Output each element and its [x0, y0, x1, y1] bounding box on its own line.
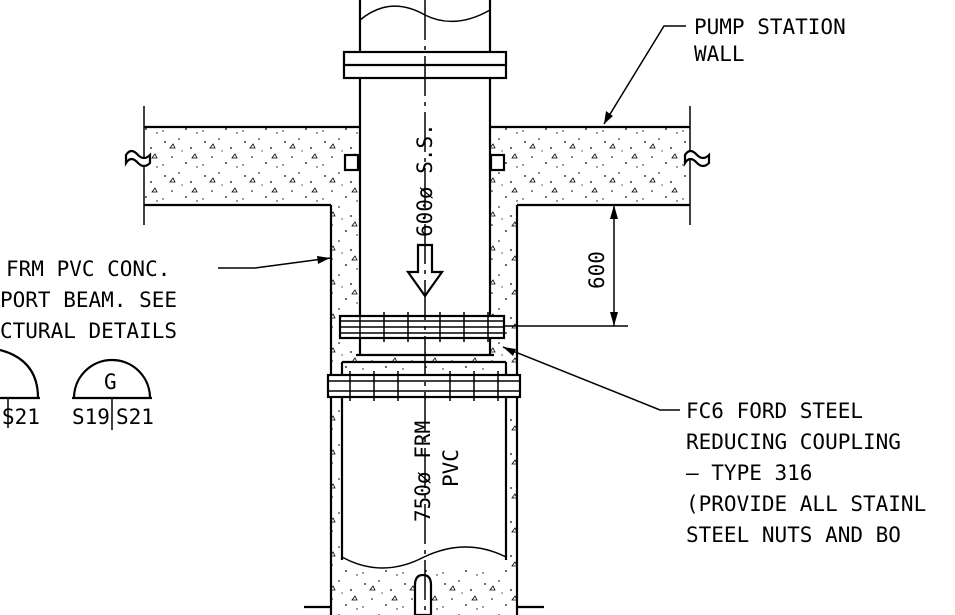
left-leader	[218, 257, 331, 269]
pump-station-label-2: WALL	[694, 42, 745, 66]
dimension-text: 600	[585, 251, 609, 289]
symbol-right-left-code: S19	[72, 405, 110, 429]
lower-pipe-label-2: PVC	[439, 449, 463, 487]
coupling-label-5: STEEL NUTS AND BO	[686, 523, 901, 547]
dimension-600: 600	[505, 204, 628, 327]
flow-arrow-icon	[405, 243, 445, 298]
coupling-label-1: FC6 FORD STEEL	[686, 399, 863, 423]
left-label-2: PORT BEAM. SEE	[0, 288, 177, 312]
coupling-label-4: (PROVIDE ALL STAINL	[686, 492, 926, 516]
left-label-3: CTURAL DETAILS	[0, 319, 177, 343]
upper-pipe-label: 600ø S.S.	[413, 123, 437, 237]
coupling-label-2: REDUCING COUPLING	[686, 430, 901, 454]
lower-pvc-pipe	[340, 360, 508, 615]
section-symbol-left: S21	[0, 348, 40, 429]
reducing-coupling-upper	[338, 312, 506, 342]
pump-station-leader	[603, 25, 686, 125]
pump-station-label-1: PUMP STATION	[694, 15, 846, 39]
symbol-right-letter: G	[104, 370, 117, 394]
coupling-label-3: – TYPE 316	[686, 461, 812, 485]
left-label-1: FRM PVC CONC.	[6, 257, 170, 281]
coupling-leader	[502, 346, 680, 411]
lower-pipe-label-1: 750ø FRM	[411, 421, 435, 522]
pump-station-wall	[124, 106, 711, 225]
symbol-left-code: S21	[2, 405, 40, 429]
reducing-coupling-lower	[326, 371, 522, 401]
symbol-right-right-code: S21	[116, 405, 154, 429]
section-symbol-right: G S19 S21	[72, 358, 154, 430]
